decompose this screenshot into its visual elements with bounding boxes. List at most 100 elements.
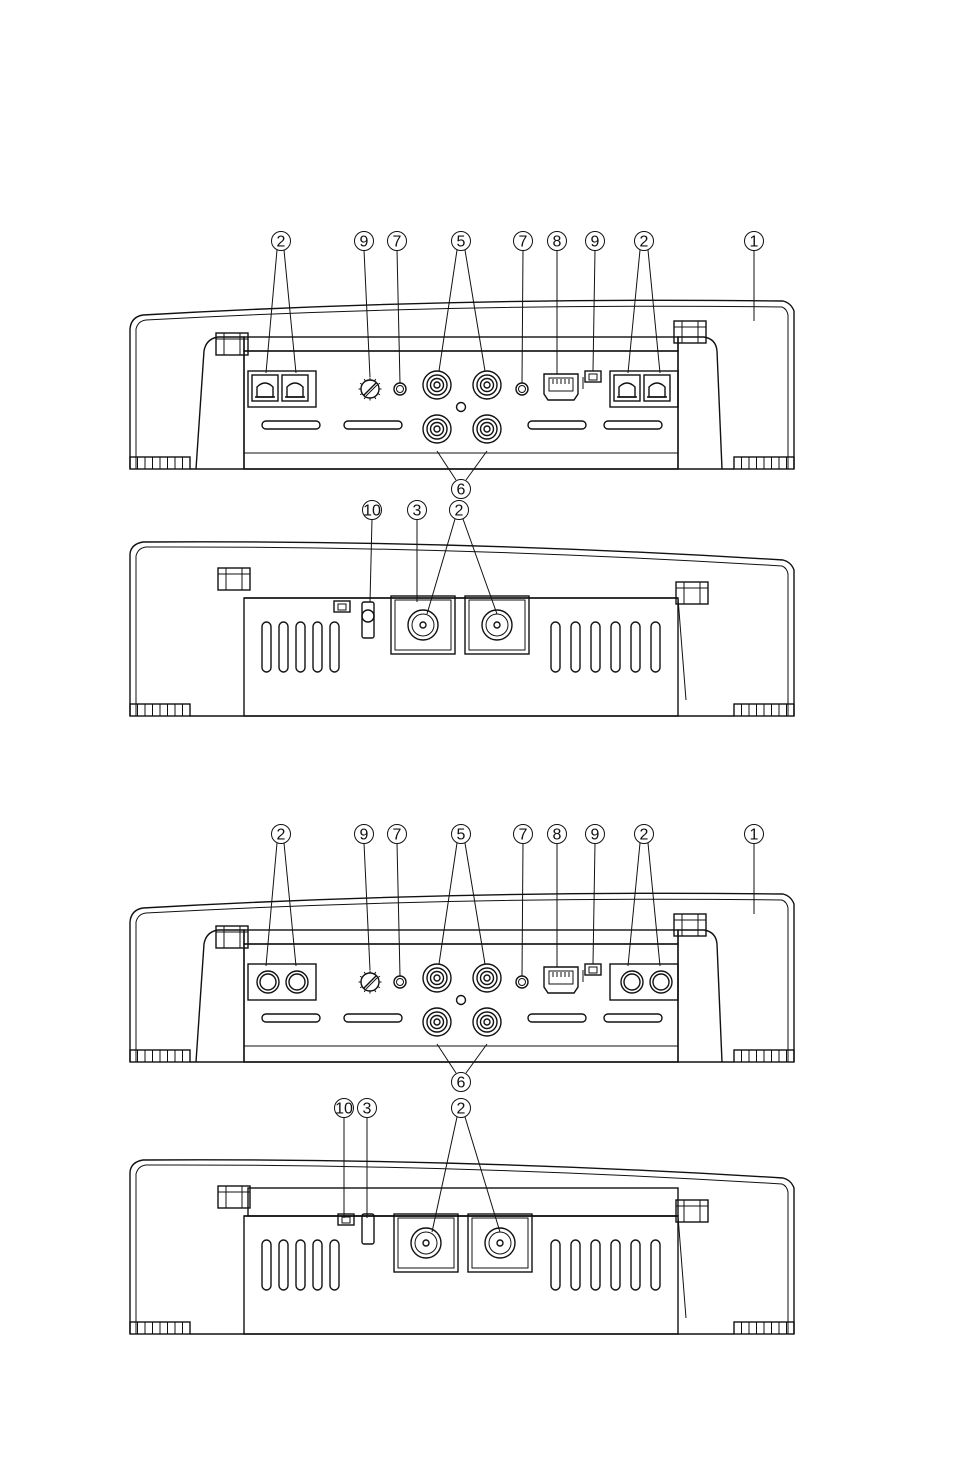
callout-c3: 3	[408, 501, 427, 520]
end-cap-right	[678, 337, 722, 469]
vent-slot	[313, 1240, 322, 1290]
mode-switch	[334, 601, 350, 612]
rca-jack	[473, 415, 501, 443]
vent-slot	[551, 1240, 560, 1290]
knob-knurl	[360, 976, 362, 977]
center-screw	[457, 403, 466, 412]
chassis-edge	[136, 306, 788, 469]
callout-label: 7	[393, 827, 402, 844]
vent-slot	[631, 622, 640, 672]
callout-label: 10	[335, 1101, 353, 1118]
vent-slot	[262, 622, 271, 672]
power-post	[486, 614, 508, 636]
vent-slot	[296, 1240, 305, 1290]
power-block-inner	[395, 600, 451, 650]
terminal-clamp	[287, 383, 303, 397]
knob-knurl	[360, 383, 362, 384]
led-indicator	[516, 383, 528, 395]
leader-line	[465, 1117, 500, 1232]
terminal-clamp	[619, 383, 635, 397]
callout-c10: 10	[363, 501, 382, 520]
callout-c7: 7	[514, 232, 533, 251]
power-post-center	[420, 622, 426, 628]
switch-lever	[342, 1217, 350, 1223]
chassis-outline	[130, 893, 794, 1062]
leader-line	[437, 451, 456, 480]
power-terminal	[394, 1214, 458, 1272]
callout-label: 9	[591, 827, 600, 844]
led-ring	[516, 383, 528, 395]
terminal-inner	[289, 974, 305, 990]
callout-label: 3	[363, 1101, 372, 1118]
rca-pin	[434, 1019, 440, 1025]
leader-line	[628, 843, 640, 966]
leader-line	[465, 250, 485, 371]
led-lens	[519, 386, 526, 393]
end-cap-left	[196, 930, 244, 1062]
vent-slot	[330, 1240, 339, 1290]
callout-c6: 6	[452, 1073, 471, 1092]
rear-panel	[244, 598, 678, 716]
speaker-terminal	[650, 971, 672, 993]
leader-line	[432, 1117, 457, 1232]
handle-left	[218, 1186, 250, 1208]
callout-c10: 10	[335, 1099, 354, 1118]
gain-control	[359, 971, 382, 994]
callout-c1: 1	[745, 825, 764, 844]
power-block	[391, 596, 455, 654]
foot-left	[130, 704, 190, 716]
gain-control	[359, 378, 382, 401]
vent-slot	[611, 1240, 620, 1290]
handle-block	[218, 1186, 250, 1208]
vent-slot	[611, 622, 620, 672]
led-ring	[394, 976, 406, 988]
power-block-inner	[398, 1218, 454, 1268]
power-post	[489, 1232, 511, 1254]
rca-pin	[434, 382, 440, 388]
callout-c2: 2	[452, 1099, 471, 1118]
rca-ring	[481, 972, 494, 985]
vent-slot	[296, 622, 305, 672]
handle-right	[674, 321, 706, 343]
vent-slot	[330, 622, 339, 672]
callout-label: 1	[750, 234, 759, 251]
vent-slot	[604, 1014, 662, 1022]
rca-ring	[431, 423, 444, 436]
rear-view-b: 10 3 2	[130, 1099, 794, 1335]
rear-view-a: 10 3 2	[130, 501, 794, 717]
callout-label: 7	[393, 234, 402, 251]
rca-pin	[484, 975, 490, 981]
rca-ring	[431, 1016, 444, 1029]
vent-slot	[344, 1014, 402, 1022]
front-view-b: 2975789216	[130, 825, 794, 1092]
fuse-knob	[362, 610, 374, 622]
rear-panel	[244, 1216, 678, 1334]
switch-lever	[338, 604, 346, 610]
callout-c7: 7	[388, 825, 407, 844]
panel-side	[678, 1216, 686, 1318]
terminal-inner	[653, 974, 669, 990]
power-post-center	[423, 1240, 429, 1246]
rca-pin	[434, 426, 440, 432]
callout-c5: 5	[452, 825, 471, 844]
callout-label: 10	[363, 503, 381, 520]
led-ring	[516, 976, 528, 988]
leader-line	[522, 843, 523, 976]
knob-knurl	[375, 990, 376, 992]
callout-label: 7	[519, 827, 528, 844]
vent-slot	[279, 622, 288, 672]
led-lens	[397, 386, 404, 393]
handle-block	[674, 914, 706, 936]
knob-knurl	[364, 397, 365, 399]
callout-label: 2	[455, 503, 464, 520]
speaker-terminal	[286, 971, 308, 993]
callout-c7: 7	[514, 825, 533, 844]
terminal-block-left	[248, 371, 316, 407]
leader-line	[439, 250, 457, 371]
foot-left	[130, 1322, 190, 1334]
fuse-holder	[362, 1214, 374, 1244]
speaker-terminal	[252, 375, 278, 401]
vent-slot	[591, 622, 600, 672]
switch-lever	[589, 374, 597, 380]
